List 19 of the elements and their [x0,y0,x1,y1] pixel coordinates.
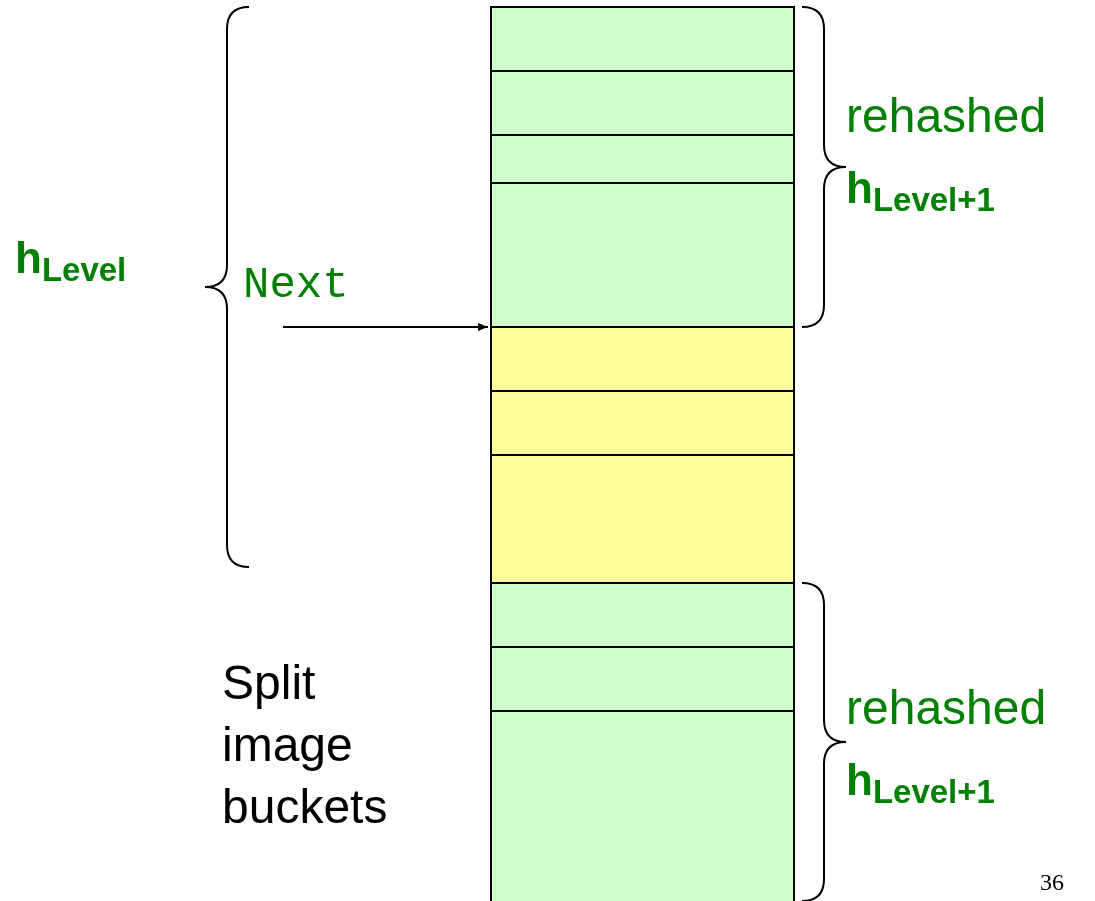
arrow [282,323,489,331]
bucket-box [490,454,795,584]
bucket-box [490,710,795,901]
bucket-box [490,646,795,712]
bucket-box [490,182,795,328]
bucket-box [490,326,795,392]
bucket-box [490,582,795,648]
text-label: h$_{Level+1}$ [846,166,995,210]
text-label: 36 [1040,870,1064,894]
bucket-box [490,390,795,456]
text-label: h$_{Level+1}$ [846,758,995,802]
bucket-box [490,70,795,136]
bucket-box [490,6,795,72]
pointer-label: Next [243,255,388,327]
text-label: rehashed [846,684,1047,732]
bucket-box [490,134,795,184]
text-label: h$_{Level}$ [15,236,127,280]
text-label: rehashed [846,92,1047,140]
text-label: Split image buckets [222,655,389,835]
